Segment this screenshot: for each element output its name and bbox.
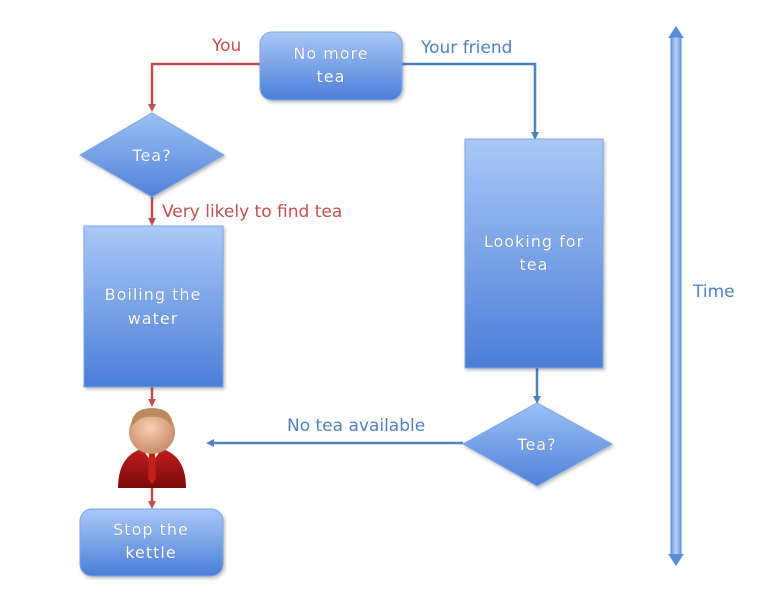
boiling-box <box>83 225 224 388</box>
label-you: You <box>211 36 241 56</box>
label-your-friend: Your friend <box>420 38 512 58</box>
start-box-line2: tea <box>317 67 346 86</box>
connector-start-to-friend <box>402 62 539 140</box>
person-icon <box>118 408 186 488</box>
label-no-tea: No tea available <box>287 416 425 436</box>
looking-box-line1: Looking for <box>484 232 584 251</box>
decision-friend <box>461 402 614 487</box>
connector-start-to-you <box>148 62 260 112</box>
boiling-box-line2: water <box>128 309 179 328</box>
decision-you <box>79 112 225 198</box>
stop-box-line1: Stop the <box>113 520 189 539</box>
decision-friend-text: Tea? <box>516 435 556 454</box>
looking-box-line2: tea <box>520 255 549 274</box>
boiling-box-line1: Boiling the <box>105 285 202 304</box>
stop-box <box>79 508 224 577</box>
start-box-line1: No more <box>293 44 368 63</box>
time-arrow <box>668 26 684 566</box>
decision-you-text: Tea? <box>131 146 171 165</box>
label-time: Time <box>692 282 735 302</box>
label-very-likely: Very likely to find tea <box>162 202 342 222</box>
start-box <box>259 31 403 101</box>
stop-box-line2: kettle <box>125 543 176 562</box>
looking-box <box>464 138 604 369</box>
